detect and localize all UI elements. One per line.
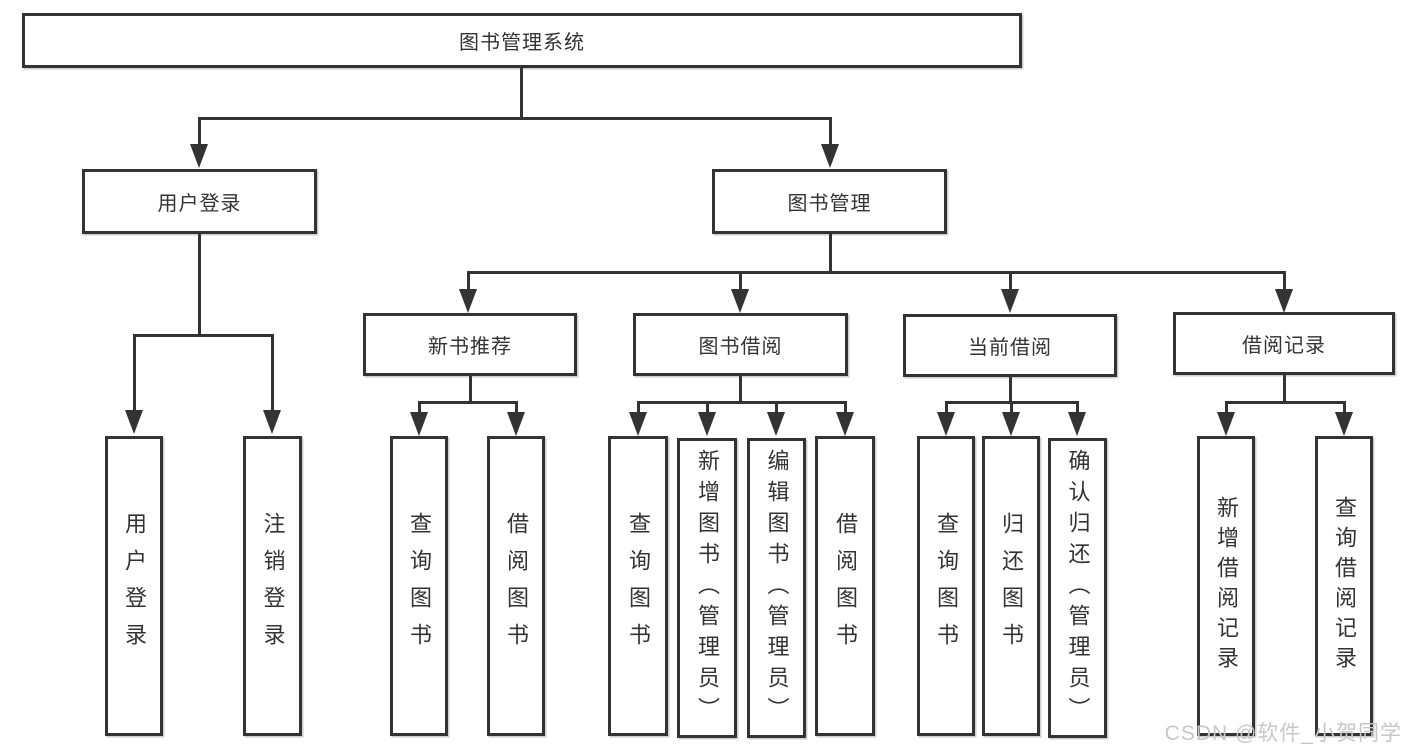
node-label: 用户登录 bbox=[122, 512, 147, 660]
node-label: 查询借阅记录 bbox=[1332, 496, 1357, 676]
leaf-borrow-edit-books-admin: 编辑图书（管理员） bbox=[747, 438, 806, 738]
arrow-down-icon bbox=[836, 412, 854, 436]
leaf-borrow-query-books: 查询图书 bbox=[608, 436, 668, 736]
arrow-down-icon bbox=[767, 412, 785, 436]
node-label: 图书借阅 bbox=[698, 336, 783, 358]
node-borrow-records: 借阅记录 bbox=[1173, 312, 1395, 375]
node-label: 借阅记录 bbox=[1242, 335, 1326, 357]
connector-line bbox=[1225, 401, 1228, 414]
node-label: 确认归还（管理员） bbox=[1065, 448, 1091, 728]
node-current-borrow: 当前借阅 bbox=[903, 314, 1117, 377]
connector-line bbox=[706, 401, 709, 414]
arrow-down-icon bbox=[410, 412, 428, 436]
arrow-down-icon bbox=[731, 289, 749, 313]
connector-line bbox=[418, 401, 421, 414]
csdn-watermark: CSDN @软件_小贺同学 bbox=[1164, 722, 1402, 745]
arrow-down-icon bbox=[1002, 412, 1020, 436]
leaf-logout-login: 注销登录 bbox=[243, 436, 302, 736]
node-label: 当前借阅 bbox=[968, 337, 1052, 359]
arrow-down-icon bbox=[1335, 412, 1353, 436]
arrow-down-icon bbox=[1275, 289, 1293, 313]
connector-line bbox=[829, 117, 832, 147]
node-label: 图书管理系统 bbox=[459, 32, 585, 54]
connector-line bbox=[1010, 401, 1013, 414]
leaf-current-return-books: 归还图书 bbox=[982, 436, 1040, 736]
connector-line bbox=[844, 401, 847, 414]
arrow-down-icon bbox=[190, 144, 208, 168]
arrow-down-icon bbox=[1068, 412, 1086, 436]
node-book-management: 图书管理 bbox=[712, 169, 947, 234]
connector-line bbox=[198, 117, 201, 147]
node-new-book-recommend: 新书推荐 bbox=[363, 313, 577, 376]
connector-line bbox=[1225, 401, 1346, 404]
arrow-down-icon bbox=[629, 412, 647, 436]
node-label: 查询图书 bbox=[626, 512, 651, 660]
leaf-records-add-borrow-record: 新增借阅记录 bbox=[1197, 436, 1255, 736]
node-label: 查询图书 bbox=[407, 512, 432, 660]
leaf-current-confirm-return-admin: 确认归还（管理员） bbox=[1048, 438, 1107, 738]
node-label: 用户登录 bbox=[157, 193, 242, 215]
connector-line bbox=[469, 376, 472, 403]
connector-line bbox=[945, 401, 948, 414]
connector-line bbox=[520, 68, 523, 118]
connector-line bbox=[1076, 401, 1079, 414]
arrow-down-icon bbox=[1001, 289, 1019, 313]
connector-line bbox=[1283, 375, 1286, 403]
leaf-records-query-borrow-record: 查询借阅记录 bbox=[1315, 436, 1373, 736]
connector-line bbox=[775, 401, 778, 414]
node-label: 新书推荐 bbox=[428, 336, 512, 358]
connector-line bbox=[198, 233, 201, 336]
connector-line bbox=[133, 334, 136, 413]
node-label: 图书管理 bbox=[787, 193, 872, 215]
arrow-down-icon bbox=[459, 289, 477, 313]
arrow-down-icon bbox=[125, 410, 143, 434]
connector-line bbox=[1343, 401, 1346, 414]
connector-line bbox=[198, 117, 832, 120]
leaf-current-query-books: 查询图书 bbox=[917, 436, 975, 736]
node-label: 新增借阅记录 bbox=[1214, 496, 1239, 676]
node-label: 编辑图书（管理员） bbox=[764, 448, 790, 728]
node-label: 新增图书（管理员） bbox=[695, 448, 720, 728]
node-book-borrow: 图书借阅 bbox=[633, 313, 848, 376]
leaf-borrow-borrow-books: 借阅图书 bbox=[815, 436, 875, 736]
connector-line bbox=[637, 401, 640, 414]
leaf-user-login: 用户登录 bbox=[105, 436, 163, 736]
arrow-down-icon bbox=[937, 412, 955, 436]
connector-line bbox=[467, 271, 1286, 274]
arrow-down-icon bbox=[698, 412, 716, 436]
connector-line bbox=[739, 376, 742, 403]
node-label: 注销登录 bbox=[260, 512, 286, 660]
node-label: 归还图书 bbox=[999, 512, 1024, 660]
leaf-newrec-borrow-books: 借阅图书 bbox=[487, 436, 545, 736]
connector-line bbox=[829, 233, 832, 273]
connector-line bbox=[739, 271, 742, 291]
node-label: 查询图书 bbox=[934, 512, 959, 660]
leaf-borrow-add-books-admin: 新增图书（管理员） bbox=[677, 438, 737, 738]
connector-line bbox=[1283, 271, 1286, 291]
connector-line bbox=[418, 401, 518, 404]
connector-line bbox=[1009, 271, 1012, 291]
arrow-down-icon bbox=[507, 412, 525, 436]
connector-line bbox=[637, 401, 847, 404]
arrow-down-icon bbox=[1217, 412, 1235, 436]
arrow-down-icon bbox=[263, 410, 281, 434]
leaf-newrec-query-books: 查询图书 bbox=[390, 436, 448, 736]
connector-line bbox=[133, 334, 274, 337]
connector-line bbox=[515, 401, 518, 414]
node-label: 借阅图书 bbox=[504, 512, 529, 660]
node-user-login: 用户登录 bbox=[82, 169, 317, 234]
node-library-management-system: 图书管理系统 bbox=[22, 13, 1022, 68]
connector-line bbox=[1009, 377, 1012, 403]
arrow-down-icon bbox=[821, 144, 839, 168]
connector-line bbox=[467, 271, 470, 291]
connector-line bbox=[271, 334, 274, 413]
node-label: 借阅图书 bbox=[833, 512, 858, 660]
